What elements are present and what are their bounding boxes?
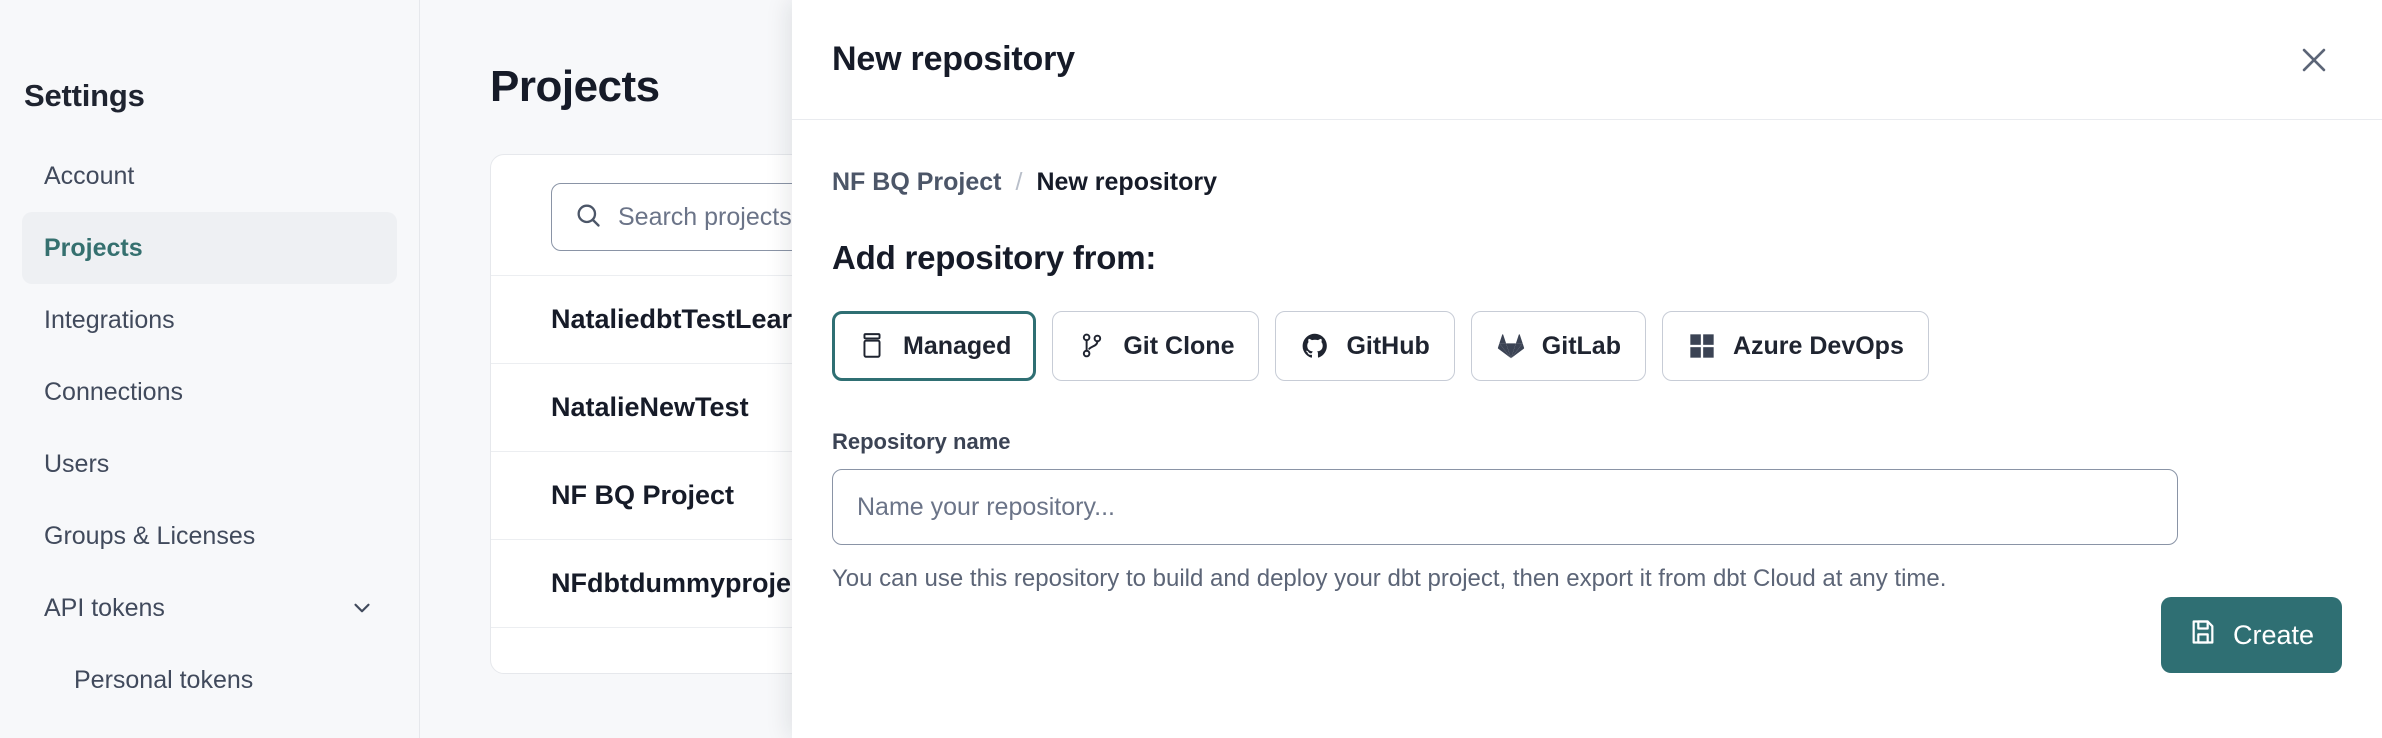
sidebar-item-account[interactable]: Account bbox=[22, 140, 397, 212]
azure-devops-icon bbox=[1687, 331, 1717, 361]
database-icon bbox=[857, 331, 887, 361]
sidebar-item-label: Groups & Licenses bbox=[44, 521, 256, 550]
sidebar-item-connections[interactable]: Connections bbox=[22, 356, 397, 428]
sidebar-item-label: Connections bbox=[44, 377, 183, 406]
new-repository-panel: New repository NF BQ Project / New repos… bbox=[792, 0, 2382, 738]
sidebar-item-label: Personal tokens bbox=[74, 665, 254, 694]
panel-body: NF BQ Project / New repository Add repos… bbox=[792, 120, 2382, 738]
source-option-label: Git Clone bbox=[1123, 331, 1235, 360]
add-repository-heading: Add repository from: bbox=[832, 239, 1157, 276]
source-option-git-clone[interactable]: Git Clone bbox=[1052, 311, 1260, 381]
source-option-label: GitHub bbox=[1346, 331, 1430, 360]
source-option-azure-devops[interactable]: Azure DevOps bbox=[1661, 311, 1929, 381]
settings-sidebar: Settings Account Projects Integrations C… bbox=[0, 0, 420, 738]
sidebar-item-personal-tokens[interactable]: Personal tokens bbox=[22, 644, 397, 716]
sidebar-item-label: API tokens bbox=[44, 593, 165, 622]
project-name: NF BQ Project bbox=[551, 480, 735, 510]
project-name: NataliedbtTestLearn T bbox=[551, 304, 833, 334]
github-icon bbox=[1300, 331, 1330, 361]
sidebar-item-api-tokens[interactable]: API tokens bbox=[22, 572, 397, 644]
gitlab-icon bbox=[1496, 331, 1526, 361]
project-name: NatalieNewTest bbox=[551, 392, 749, 422]
sidebar-item-label: Users bbox=[44, 449, 110, 478]
panel-header: New repository bbox=[792, 0, 2382, 120]
close-icon[interactable] bbox=[2288, 34, 2340, 86]
panel-title: New repository bbox=[832, 40, 1075, 78]
breadcrumb-current: New repository bbox=[1036, 168, 1218, 196]
source-option-managed[interactable]: Managed bbox=[832, 311, 1037, 381]
sidebar-item-integrations[interactable]: Integrations bbox=[22, 284, 397, 356]
sidebar-item-label: Integrations bbox=[44, 305, 175, 334]
repository-name-label: Repository name bbox=[832, 429, 1011, 454]
repository-source-options: Managed Git Clone bbox=[832, 311, 2342, 381]
repository-helper-text: You can use this repository to build and… bbox=[832, 565, 1947, 592]
sidebar-item-groups-licenses[interactable]: Groups & Licenses bbox=[22, 500, 397, 572]
breadcrumb-separator: / bbox=[1015, 168, 1023, 196]
sidebar-item-label: Account bbox=[44, 161, 135, 190]
source-option-github[interactable]: GitHub bbox=[1275, 311, 1455, 381]
source-option-label: Azure DevOps bbox=[1732, 331, 1904, 360]
repository-name-row bbox=[832, 469, 2342, 545]
git-branch-icon bbox=[1077, 331, 1107, 361]
sidebar-item-users[interactable]: Users bbox=[22, 428, 397, 500]
breadcrumb-parent-link[interactable]: NF BQ Project bbox=[832, 168, 1002, 196]
chevron-down-icon bbox=[349, 595, 375, 621]
sidebar-item-label: Projects bbox=[44, 233, 143, 262]
repository-name-input[interactable] bbox=[832, 469, 2178, 545]
page-title: Projects bbox=[490, 62, 660, 111]
search-icon bbox=[574, 201, 602, 234]
sidebar-title: Settings bbox=[24, 78, 145, 113]
source-option-gitlab[interactable]: GitLab bbox=[1470, 311, 1646, 381]
create-button[interactable]: Create bbox=[2160, 597, 2342, 673]
save-icon bbox=[2189, 618, 2217, 653]
project-name: NFdbtdummyproject bbox=[551, 568, 816, 598]
sidebar-item-projects[interactable]: Projects bbox=[22, 212, 397, 284]
source-option-label: Managed bbox=[903, 331, 1012, 360]
create-button-label: Create bbox=[2232, 619, 2314, 650]
breadcrumb: NF BQ Project / New repository bbox=[832, 168, 2342, 197]
source-option-label: GitLab bbox=[1541, 331, 1621, 360]
sidebar-nav: Account Projects Integrations Connection… bbox=[22, 140, 397, 716]
